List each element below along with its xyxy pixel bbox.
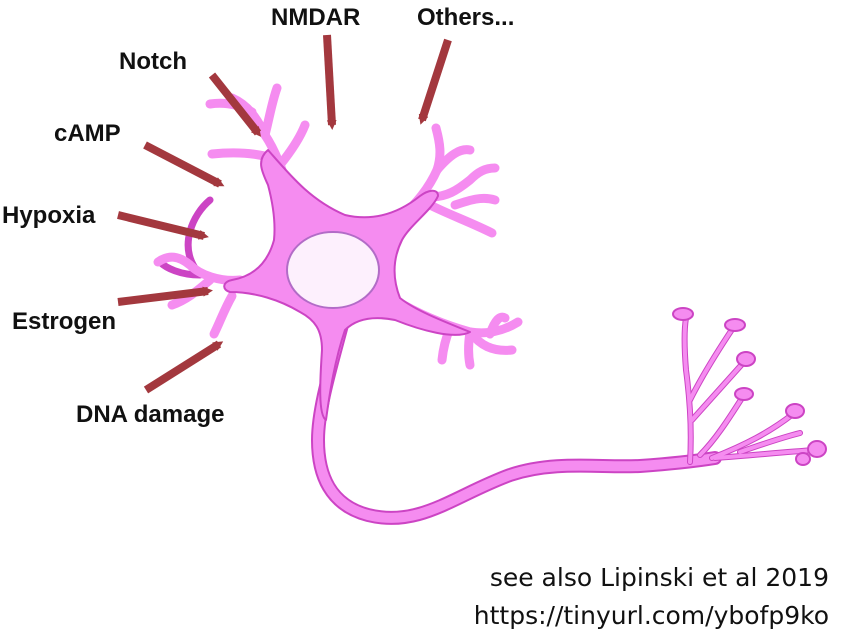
label-nmdar: NMDAR	[271, 4, 360, 31]
arrow-estrogen	[117, 286, 213, 306]
label-estrogen: Estrogen	[12, 308, 116, 335]
signal-arrows	[117, 34, 452, 394]
label-others: Others...	[417, 4, 514, 31]
neuron	[153, 83, 827, 525]
arrow-others	[418, 38, 452, 125]
citation-url[interactable]: https://tinyurl.com/ybofp9ko	[473, 601, 829, 630]
label-notch: Notch	[119, 48, 187, 75]
nucleus	[286, 231, 380, 309]
signal-labels: Notch NMDAR Others... cAMP Hypoxia Estro…	[2, 4, 514, 428]
label-hypoxia: Hypoxia	[2, 202, 96, 229]
arrow-hypoxia	[117, 211, 209, 240]
axon-terminal-knobs	[672, 307, 827, 466]
axon-core	[313, 320, 720, 523]
arrow-notch	[208, 72, 262, 137]
axon-terminals-core	[682, 316, 817, 464]
arrow-dna-damage	[143, 340, 224, 394]
citation-text: see also Lipinski et al 2019	[489, 563, 829, 592]
arrow-nmdar	[323, 34, 337, 130]
label-dna-damage: DNA damage	[76, 401, 224, 428]
label-camp: cAMP	[54, 120, 121, 147]
arrow-camp	[143, 141, 225, 188]
axon	[311, 318, 722, 525]
